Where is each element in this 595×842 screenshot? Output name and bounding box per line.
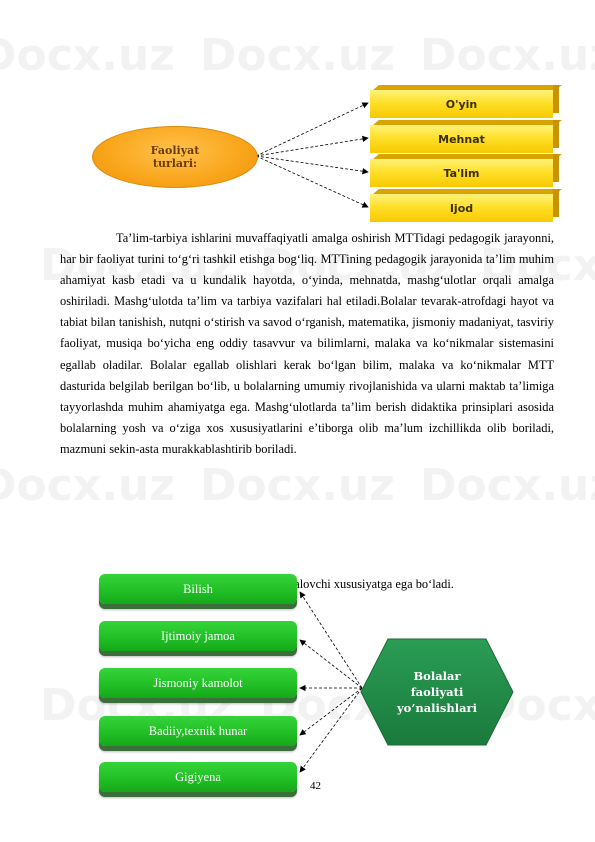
direction-box-social: Ijtimoiy jamoa [99, 621, 297, 651]
direction-box-physical: Jismoniy kamolot [99, 668, 297, 698]
activity-types-label: Faoliyat turlari: [150, 144, 200, 170]
hexagon-shape [360, 638, 514, 746]
activity-types-oval: Faoliyat turlari: [92, 126, 258, 188]
direction-box-cognition: Bilish [99, 574, 297, 604]
direction-box-hygiene: Gigiyena [99, 762, 297, 792]
watermark-text: Docx.uz [0, 460, 175, 511]
arrow-connectors [255, 102, 369, 208]
activity-box-education: Ta'lim [370, 154, 559, 187]
page-number: 42 [310, 780, 321, 792]
children-activity-directions-diagram: Bilish Ijtimoiy jamoa Jismoniy kamolot B… [0, 560, 595, 810]
activity-box-creativity: Ijod [370, 189, 559, 222]
main-paragraph: Ta’lim-tarbiya ishlarini muvaffaqiyatli … [60, 231, 554, 456]
directions-hexagon-label: Bolalar faoliyati yo’nalishlari [397, 669, 477, 715]
arrow-connectors-2 [299, 591, 363, 773]
activity-types-diagram: Faoliyat turlari: O'yin Mehnat Ta'lim Ij… [0, 0, 595, 230]
direction-box-art-craft: Badiiy,texnik hunar [99, 716, 297, 746]
directions-hexagon: Bolalar faoliyati yo’nalishlari [360, 638, 514, 746]
activity-box-labor: Mehnat [370, 120, 559, 153]
watermark-text: Docx.uz [200, 460, 395, 511]
activity-box-play: O'yin [370, 85, 559, 118]
watermark-text: Docx.uz [420, 460, 595, 511]
